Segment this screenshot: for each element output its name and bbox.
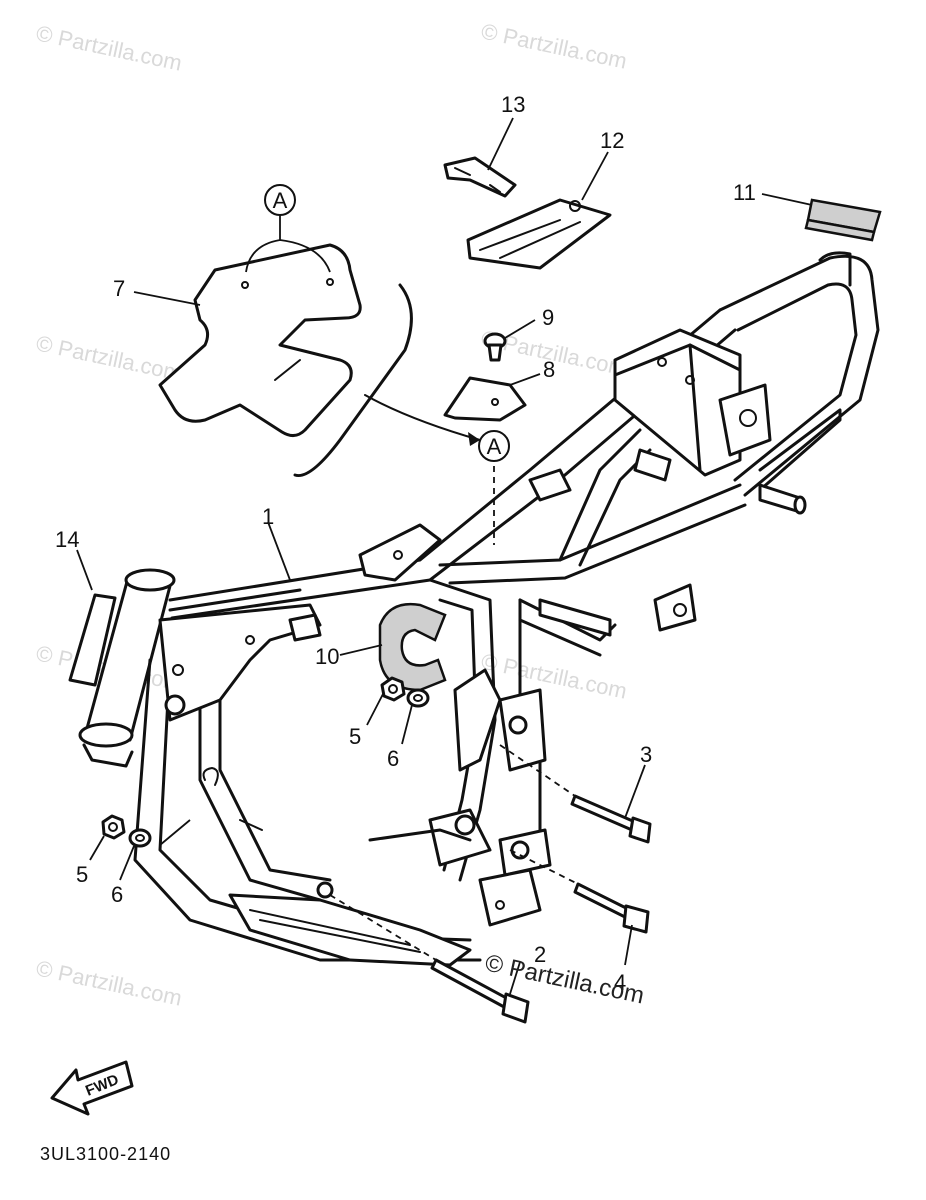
head-pipe-bottom <box>78 722 134 748</box>
washer-6-upper <box>406 688 430 708</box>
callout-1: 1 <box>262 504 274 529</box>
callout-8: 8 <box>543 357 555 382</box>
callout-2: 2 <box>534 942 546 967</box>
callout-9: 9 <box>542 305 554 330</box>
callout-13: 13 <box>501 92 525 117</box>
callout-11: 11 <box>733 180 756 205</box>
arrow-head <box>468 432 480 446</box>
alignment-lines <box>329 455 579 961</box>
callout-6: 6 <box>387 746 399 771</box>
nut-5-lower <box>101 814 126 840</box>
reference-a-label: A <box>273 188 288 213</box>
callout-7: 7 <box>113 276 125 301</box>
part-9-bolt <box>483 332 507 362</box>
watermark: © Partzilla.com <box>479 648 629 703</box>
leader-lines <box>76 117 813 995</box>
part-11-pad <box>804 198 882 242</box>
part-10-sponge <box>378 602 447 692</box>
watermark: © Partzilla.com <box>479 18 629 73</box>
nut-5-upper <box>380 676 406 702</box>
part-13-strap <box>443 156 517 198</box>
washer-6-lower <box>128 828 152 848</box>
seat-rail <box>718 254 880 497</box>
reference-a-label: A <box>487 434 502 459</box>
watermark: © Partzilla.com <box>34 955 184 1010</box>
main-frame <box>78 251 880 967</box>
callout-12: 12 <box>600 128 624 153</box>
part-8-bracket <box>443 376 527 422</box>
callout-5: 5 <box>76 862 88 887</box>
left-gusset <box>158 603 322 722</box>
callouts: 1 2 3 4 5 6 5 6 7 8 9 10 11 12 13 14 <box>55 92 756 995</box>
reference-a-top: A <box>245 184 331 273</box>
head-pipe-top <box>124 568 176 592</box>
bolt-4 <box>573 882 650 934</box>
skid-plate <box>228 893 472 967</box>
part-12-pouch <box>466 198 612 270</box>
watermark: © Partzilla.com <box>34 20 184 75</box>
callout-5: 5 <box>349 724 361 749</box>
heat-shield <box>158 243 362 437</box>
fwd-arrow: FWD <box>50 1060 134 1116</box>
reference-arrow <box>364 394 481 441</box>
diagram-code: 3UL3100-2140 <box>40 1144 171 1164</box>
bolt-2 <box>430 958 530 1024</box>
callout-6: 6 <box>111 882 123 907</box>
callout-10: 10 <box>315 644 339 669</box>
reference-bracket <box>293 283 413 478</box>
part-14-strip <box>68 593 117 687</box>
callout-4: 4 <box>614 970 626 995</box>
callout-3: 3 <box>640 742 652 767</box>
callout-14: 14 <box>55 527 79 552</box>
bolt-3 <box>570 794 652 844</box>
reference-a-frame: A <box>478 430 510 462</box>
rear-bracket <box>613 328 742 477</box>
watermark: © Partzilla.com <box>34 330 184 385</box>
